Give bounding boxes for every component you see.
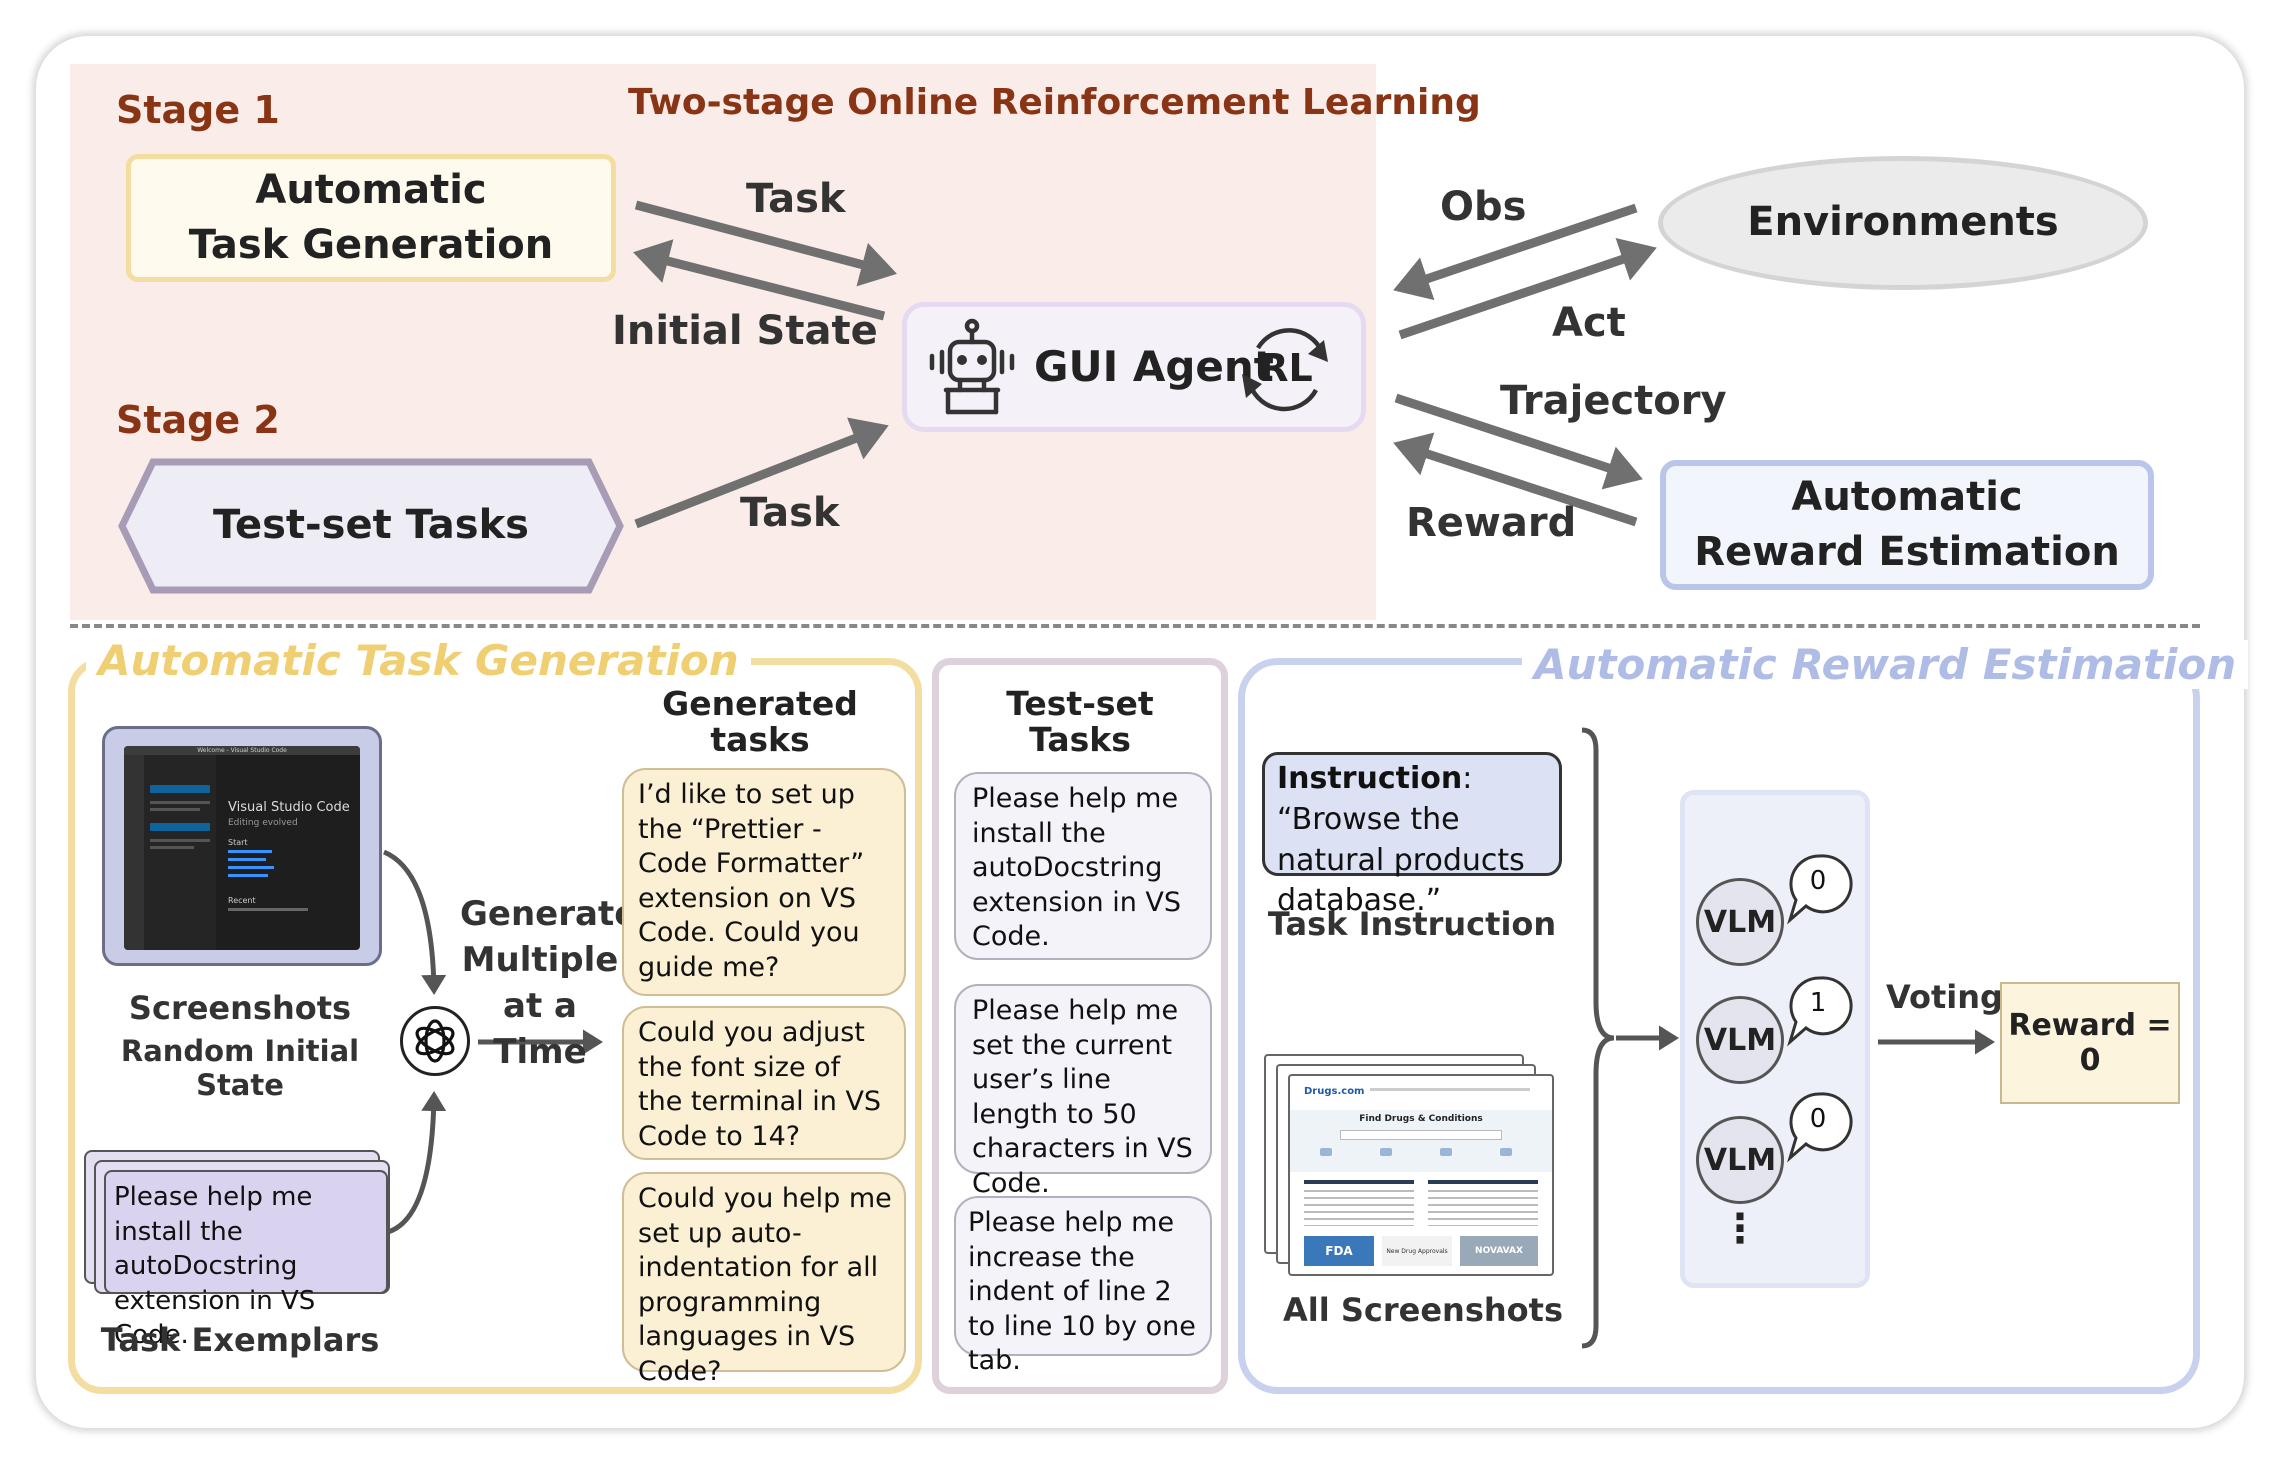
act-label: Act bbox=[1552, 300, 1626, 346]
stage-2-label: Stage 2 bbox=[116, 398, 280, 442]
task-label-stage2: Task bbox=[740, 490, 840, 536]
vote-bubble-3 bbox=[1787, 1092, 1853, 1163]
trajectory-label: Trajectory bbox=[1500, 378, 1727, 424]
reward-estimation-section-title: Automatic Reward Estimation bbox=[1522, 640, 2249, 689]
task-exemplars-caption: Task Exemplars bbox=[100, 1321, 380, 1359]
trajectory-arrow bbox=[1394, 393, 1643, 490]
obs-arrow bbox=[1393, 203, 1638, 301]
generated-task-2: Could you adjust the font size of the te… bbox=[622, 1006, 906, 1160]
instruction-label: Instruction bbox=[1277, 761, 1463, 796]
vscode-screenshot: Welcome - Visual Studio Code Visual Stud… bbox=[124, 746, 360, 950]
reward-bracket-arrows bbox=[1581, 727, 1679, 1349]
flow-arrows bbox=[633, 200, 1657, 529]
automatic-task-generation-text: Automatic Task Generation bbox=[188, 166, 554, 268]
vlm-node-3: VLM bbox=[1696, 1116, 1784, 1204]
task-arrow-stage1 bbox=[634, 200, 897, 287]
all-screenshots-caption: All Screenshots bbox=[1283, 1291, 1563, 1329]
gui-agent-label: GUI Agent bbox=[1034, 342, 1274, 391]
diagram-title: Two-stage Online Reinforcement Learning bbox=[628, 82, 1481, 123]
vote-value-1: 0 bbox=[1809, 866, 1827, 896]
instruction-box: Instruction: “Browse the natural product… bbox=[1262, 752, 1562, 918]
voting-label: Voting bbox=[1886, 978, 2003, 1016]
task-arrow-stage2 bbox=[634, 417, 889, 529]
test-set-title: Test-set Tasks bbox=[1006, 684, 1154, 760]
task-exemplar-card: Please help me install the autoDocstring… bbox=[104, 1170, 388, 1350]
vscode-activity-bar bbox=[124, 755, 144, 950]
task-label-stage1: Task bbox=[746, 176, 846, 222]
test-set-panel bbox=[932, 658, 1228, 1394]
screenshots-caption: Screenshots bbox=[128, 989, 352, 1027]
instruction-text: “Browse the natural products database.” bbox=[1277, 801, 1525, 919]
vscode-tagline: Editing evolved bbox=[228, 818, 298, 828]
vscode-app-name: Visual Studio Code bbox=[228, 800, 350, 815]
environments-ellipse: Environments bbox=[1658, 156, 2148, 290]
test-set-task-1: Please help me install the autoDocstring… bbox=[954, 772, 1212, 960]
reward-label: Reward bbox=[1406, 500, 1577, 546]
initial-state-arrow bbox=[633, 239, 886, 321]
automatic-reward-estimation-box: Automatic Reward Estimation bbox=[1660, 460, 2154, 590]
automatic-task-generation-box: Automatic Task Generation bbox=[126, 154, 616, 282]
vscode-title-bar: Welcome - Visual Studio Code bbox=[124, 746, 360, 755]
automatic-reward-estimation-text: Automatic Reward Estimation bbox=[1694, 473, 2120, 575]
vote-bubbles bbox=[1787, 854, 1853, 1047]
generated-task-1: I’d like to set up the “Prettier - Code … bbox=[622, 768, 906, 996]
generate-multiple-label: Generate Multiple at a Time bbox=[460, 894, 638, 1072]
test-set-tasks-hexagon bbox=[118, 458, 624, 594]
drugs-badge-fda: FDA bbox=[1304, 1236, 1374, 1266]
generated-task-3: Could you help me set up auto-indentatio… bbox=[622, 1172, 906, 1387]
drugs-site-name: Drugs.com bbox=[1304, 1086, 1365, 1097]
vlm-node-2: VLM bbox=[1696, 996, 1784, 1084]
instruction-colon: : bbox=[1462, 761, 1473, 796]
openai-logo-icon bbox=[400, 1006, 470, 1076]
voting-arrow bbox=[1878, 1029, 1995, 1055]
test-set-tasks-label: Test-set Tasks bbox=[213, 502, 529, 549]
obs-label: Obs bbox=[1440, 184, 1527, 230]
vote-value-2: 1 bbox=[1809, 988, 1827, 1018]
vscode-recent-label: Recent bbox=[228, 896, 256, 905]
rl-cycle-icon bbox=[1242, 328, 1328, 412]
vote-value-3: 0 bbox=[1809, 1104, 1827, 1134]
generation-arrows bbox=[382, 849, 603, 1235]
act-arrow bbox=[1398, 237, 1657, 340]
drugs-heading: Find Drugs & Conditions bbox=[1359, 1114, 1483, 1124]
test-set-task-3: Please help me increase the indent of li… bbox=[954, 1196, 1212, 1376]
drugs-screenshot: Drugs.com Find Drugs & Conditions FDA Ne… bbox=[1288, 1074, 1554, 1276]
drugs-badge-novavax: NOVAVAX bbox=[1460, 1236, 1538, 1266]
environments-label: Environments bbox=[1747, 199, 2059, 246]
vscode-start-label: Start bbox=[228, 838, 248, 847]
drugs-badge-new-approvals: New Drug Approvals bbox=[1382, 1236, 1452, 1266]
reward-result-box: Reward = 0 bbox=[2000, 982, 2180, 1104]
test-set-task-2: Please help me set the current user’s li… bbox=[954, 984, 1212, 1199]
vlm-ellipsis: ⋮ bbox=[1720, 1206, 1760, 1252]
generated-tasks-title: Generated tasks bbox=[662, 684, 858, 760]
reward-arrow bbox=[1393, 432, 1638, 527]
task-instruction-caption: Task Instruction bbox=[1267, 905, 1557, 943]
task-generation-section-title: Automatic Task Generation bbox=[86, 636, 751, 685]
rl-badge: RL bbox=[1259, 346, 1313, 390]
robot-icon bbox=[929, 318, 1015, 415]
random-initial-state-caption: Random Initial State bbox=[120, 1034, 360, 1102]
vlm-node-1: VLM bbox=[1696, 878, 1784, 966]
section-divider bbox=[70, 624, 2200, 628]
vscode-explorer bbox=[144, 755, 216, 950]
initial-state-label: Initial State bbox=[612, 308, 878, 354]
stage-1-label: Stage 1 bbox=[116, 88, 280, 132]
